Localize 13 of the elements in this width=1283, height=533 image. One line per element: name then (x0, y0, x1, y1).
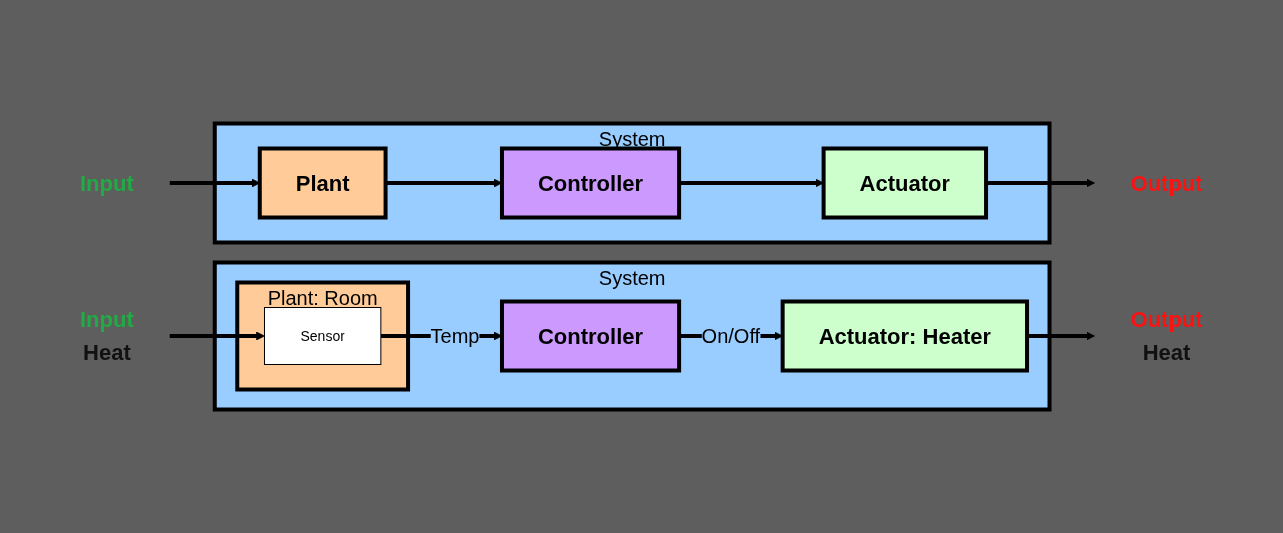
node-text: Output Heat (1130, 307, 1203, 365)
node-box: Sensor (264, 307, 382, 365)
node-text: Input Heat (80, 307, 134, 365)
node-box: Controller (500, 146, 682, 220)
node-box: Controller (500, 299, 682, 373)
node-box: Plant (257, 146, 388, 220)
node-box: Actuator (821, 146, 989, 220)
node-text: Input (80, 170, 134, 196)
edge-label: On/Off (701, 325, 761, 347)
edge-label: Temp (430, 325, 480, 347)
arrow (169, 331, 266, 341)
node-box: Actuator: Heater (780, 299, 1030, 373)
node-text: Output (1130, 170, 1203, 196)
